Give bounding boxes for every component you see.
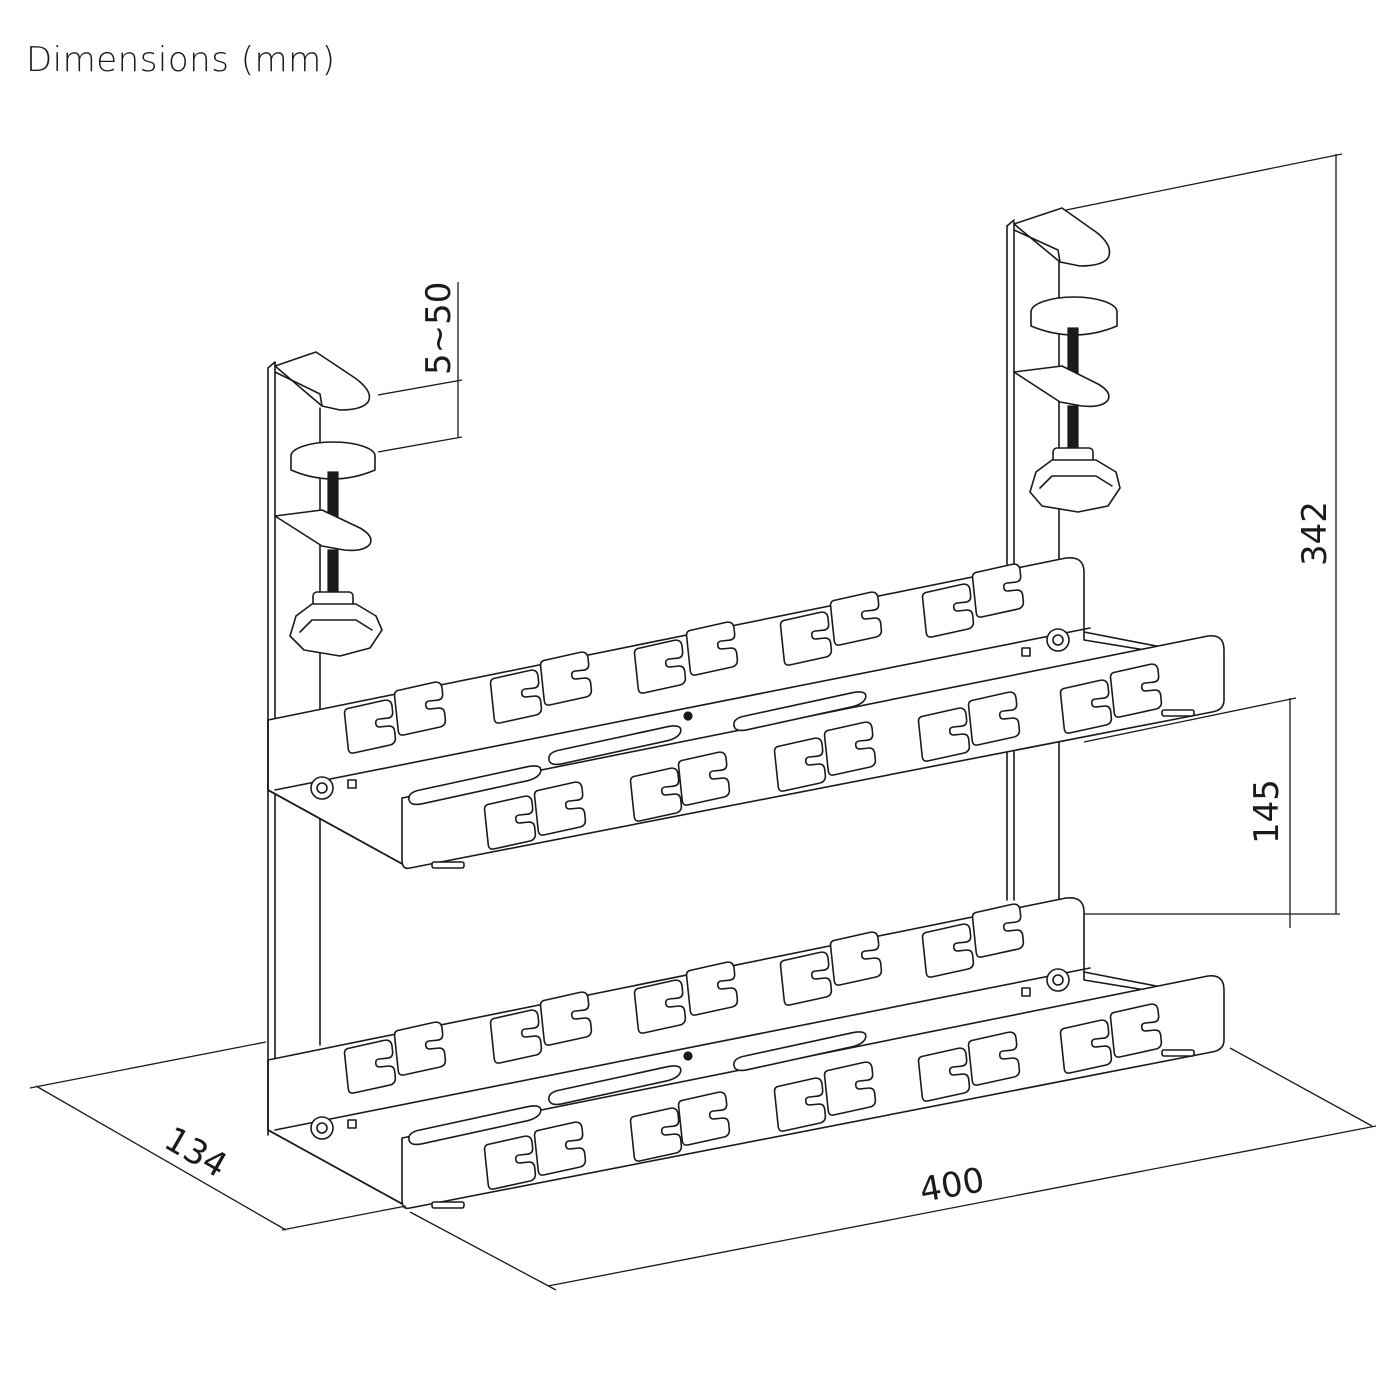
dimension-tray-height: 145	[1083, 697, 1297, 928]
clamp-range-label: 5~50	[419, 282, 459, 375]
left-clamp-top-plate	[274, 351, 371, 411]
dimension-clamp-range: 5~50	[377, 282, 463, 453]
right-clamp-top-plate	[1013, 207, 1111, 267]
dimension-total-height: 342	[1065, 153, 1343, 915]
tray-height-label: 145	[1247, 779, 1287, 844]
depth-label: 134	[158, 1119, 234, 1186]
upper-tray	[267, 556, 1225, 870]
left-clamp-screw	[274, 441, 383, 657]
right-clamp-screw	[1013, 296, 1121, 513]
page-title: Dimensions (mm)	[26, 40, 336, 80]
total-height-label: 342	[1295, 501, 1335, 566]
lower-tray	[267, 896, 1225, 1210]
